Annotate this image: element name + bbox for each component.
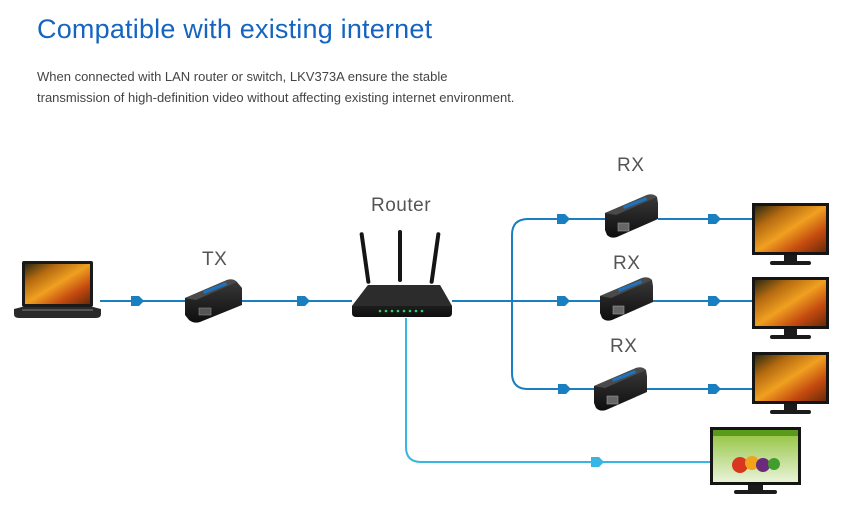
connection-lines (100, 218, 752, 463)
rx3-label: RX (610, 336, 638, 357)
arrow-icon (557, 296, 570, 306)
monitor-icon (752, 277, 829, 339)
router-lan-line (405, 318, 712, 463)
arrow-icon (131, 296, 144, 306)
rx-split-vertical (511, 218, 529, 390)
arrow-icon (558, 384, 571, 394)
arrow-icon (591, 457, 604, 467)
arrow-icon (708, 214, 721, 224)
tx-extender-icon (185, 279, 242, 323)
arrow-icon (557, 214, 570, 224)
tx-label: TX (202, 249, 228, 270)
page-description: When connected with LAN router or switch… (37, 66, 597, 108)
rx-extender-icon (594, 367, 647, 411)
arrow-icon (708, 296, 721, 306)
rx-extender-icon (605, 194, 658, 238)
page-title: Compatible with existing internet (37, 14, 433, 44)
rx1-label: RX (617, 155, 645, 176)
description-line-2: transmission of high-definition video wi… (37, 90, 515, 105)
flow-arrows (131, 214, 721, 467)
monitor-icon (752, 352, 829, 414)
description-line-1: When connected with LAN router or switch… (37, 69, 448, 84)
rx2-label: RX (613, 253, 641, 274)
router-icon (352, 230, 452, 317)
laptop-icon (14, 261, 101, 318)
arrow-icon (297, 296, 310, 306)
router-label: Router (371, 195, 432, 216)
monitor-icon (752, 203, 829, 265)
rx-extender-icon (600, 277, 653, 321)
monitor-webpage-icon (710, 427, 801, 494)
arrow-icon (708, 384, 721, 394)
